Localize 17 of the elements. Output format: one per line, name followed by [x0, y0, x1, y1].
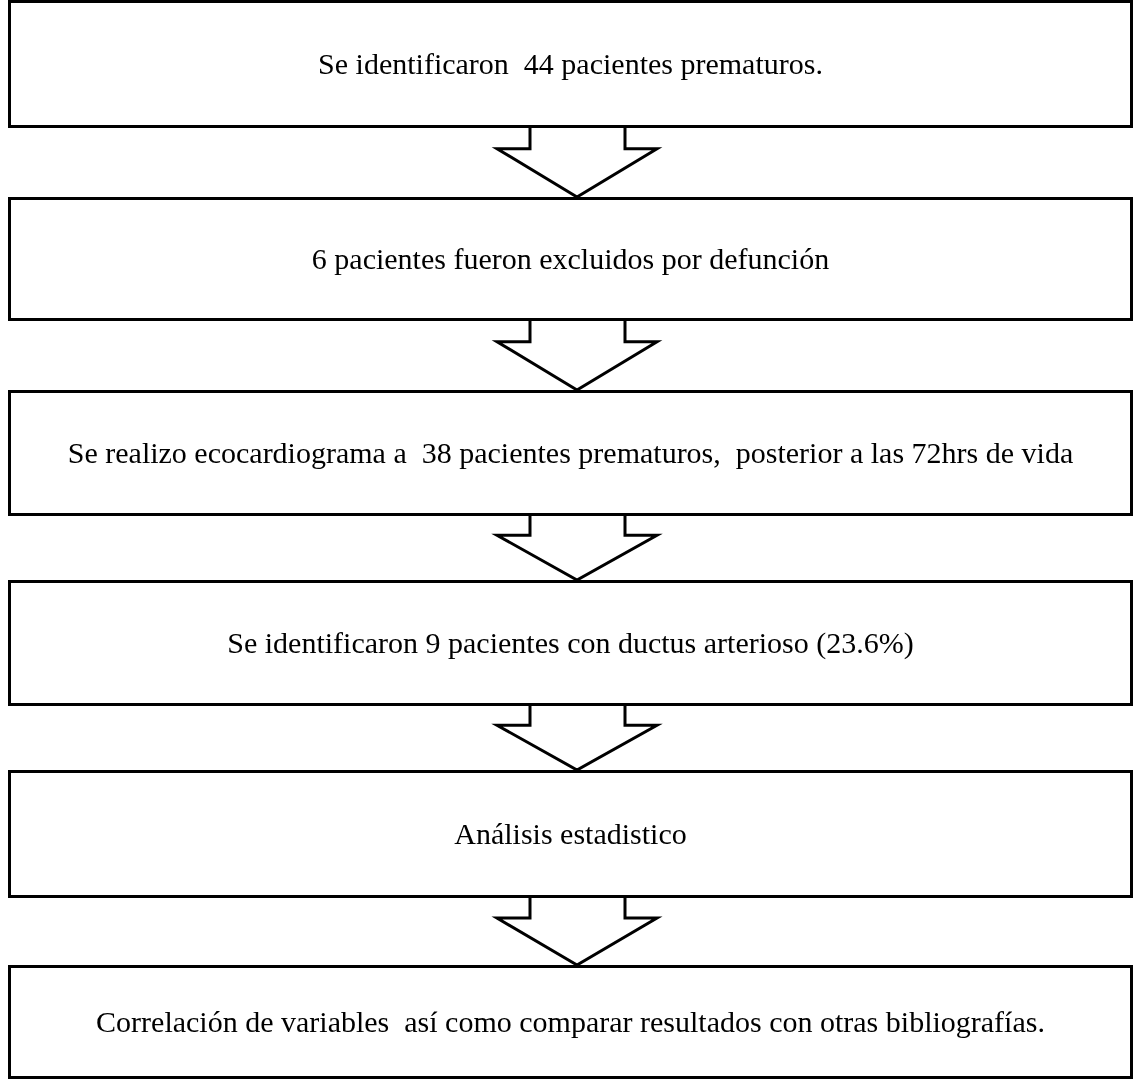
process-box [8, 0, 1133, 128]
block-arrow [491, 319, 663, 392]
block-arrow [491, 896, 663, 967]
process-box [8, 197, 1133, 321]
step-text: 6 pacientes fueron excluidos por defunción [311, 241, 830, 277]
step-text: Análisis estadistico [454, 816, 687, 852]
process-box [8, 390, 1133, 516]
block-arrow [491, 704, 663, 772]
process-box [8, 770, 1133, 898]
process-box [8, 580, 1133, 706]
step-text: Se identificaron 9 pacientes con ductus arterioso (23.6%) [227, 625, 914, 661]
process-box [8, 965, 1133, 1079]
step-text: Correlación de variables así como comparar resultados con otras bibliografías. [96, 1004, 1045, 1040]
block-arrow [491, 514, 663, 582]
step-text: Se identificaron 44 pacientes prematuros. [318, 46, 823, 82]
step-text: Se realizo ecocardiograma a 38 pacientes prematuros, posterior a las 72hrs de vida [67, 435, 1074, 471]
block-arrow [491, 126, 663, 199]
